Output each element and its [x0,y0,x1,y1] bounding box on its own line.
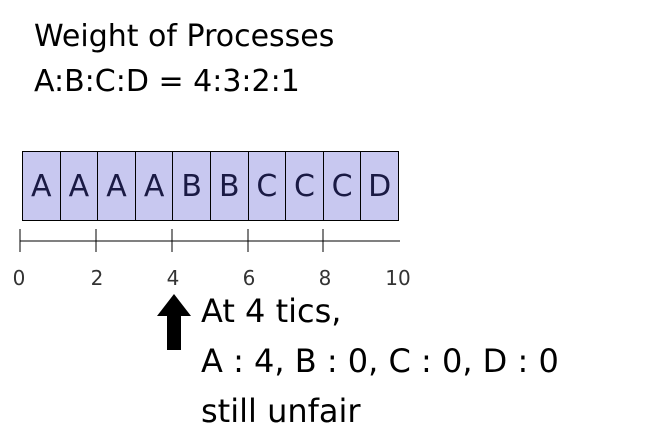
slot-1: A [22,151,61,221]
slot-7: C [247,151,287,221]
diagram-title: Weight of Processes [34,19,335,54]
slot-9: C [322,151,362,221]
tick-label-0: 0 [13,266,26,290]
schedule-slots: A A A A B B C C C D [22,151,399,221]
up-arrow-icon [157,294,191,350]
tick-label-8: 8 [319,266,332,290]
slot-6: B [209,151,249,221]
slot-2: A [59,151,99,221]
note-verdict: still unfair [201,392,361,430]
tick-label-2: 2 [91,266,104,290]
slot-3: A [97,151,136,221]
tick-label-4: 4 [167,266,180,290]
note-tics: At 4 tics, [201,292,342,330]
slot-10: D [360,151,399,221]
note-counts: A : 4, B : 0, C : 0, D : 0 [201,342,559,380]
slot-4: A [134,151,174,221]
slot-8: C [285,151,324,221]
tick-label-6: 6 [243,266,256,290]
weight-ratio: A:B:C:D = 4:3:2:1 [34,64,300,99]
slot-5: B [172,151,211,221]
tick-label-10: 10 [385,266,410,290]
